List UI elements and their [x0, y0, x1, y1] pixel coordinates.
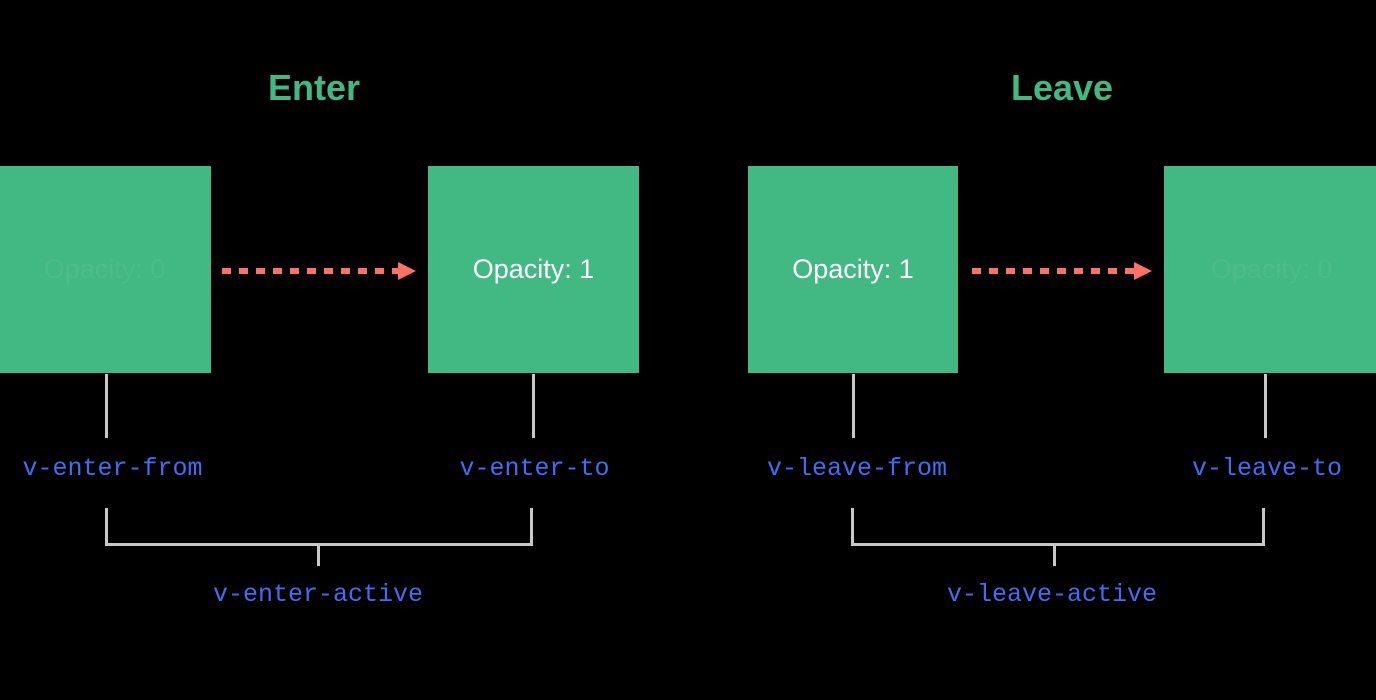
bracket-tick-left: [105, 508, 108, 546]
bracket-tick-right: [1262, 508, 1265, 546]
enter-from-box: Opacity: 0: [0, 166, 211, 373]
leave-from-box: Opacity: 1: [748, 166, 958, 373]
bracket-drop: [1053, 546, 1056, 566]
bracket-bar: [851, 543, 1265, 546]
leave-to-box: Opacity: 0: [1164, 166, 1376, 373]
section-heading-enter: Enter: [267, 67, 361, 108]
class-label-v-leave-active: v-leave-active: [946, 580, 1158, 609]
arrow-shaft: [972, 268, 1134, 274]
connector-enter-to: [532, 374, 535, 438]
bracket-drop: [317, 546, 320, 566]
connector-enter-from: [105, 374, 108, 438]
leave-to-box-label: Opacity: 0: [1210, 254, 1333, 284]
class-label-v-enter-from: v-enter-from: [22, 454, 203, 483]
class-label-v-enter-active: v-enter-active: [212, 580, 424, 609]
enter-to-box-label: Opacity: 1: [472, 254, 595, 284]
leave-transition-arrow-icon: [972, 262, 1152, 280]
arrow-head: [1134, 262, 1152, 280]
class-label-v-leave-from: v-leave-from: [766, 454, 948, 483]
connector-leave-from: [852, 374, 855, 438]
class-label-v-leave-to: v-leave-to: [1191, 454, 1343, 483]
section-heading-leave: Leave: [1010, 67, 1114, 108]
enter-transition-arrow-icon: [222, 262, 416, 280]
arrow-head: [398, 262, 416, 280]
enter-from-box-label: Opacity: 0: [43, 254, 166, 284]
leave-from-box-label: Opacity: 1: [792, 254, 914, 284]
class-label-v-enter-to: v-enter-to: [459, 454, 610, 483]
enter-to-box: Opacity: 1: [428, 166, 639, 373]
bracket-bar: [105, 543, 533, 546]
arrow-shaft: [222, 268, 398, 274]
span-bracket-enter-active: [105, 508, 533, 566]
bracket-tick-left: [851, 508, 854, 546]
connector-leave-to: [1264, 374, 1267, 438]
span-bracket-leave-active: [851, 508, 1265, 566]
bracket-tick-right: [530, 508, 533, 546]
